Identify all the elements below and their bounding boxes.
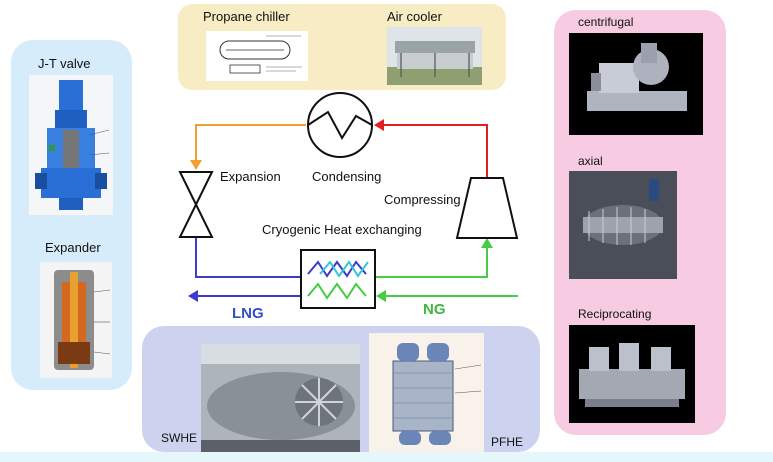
propane-chiller-label: Propane chiller bbox=[203, 9, 290, 24]
reciprocating-label: Reciprocating bbox=[578, 307, 652, 321]
expander-label: Expander bbox=[45, 240, 101, 255]
bottom-strip bbox=[0, 452, 773, 462]
air-cooler-image bbox=[387, 27, 482, 85]
ng-arrow-icon bbox=[376, 290, 386, 302]
orange-arrow-icon bbox=[190, 160, 202, 170]
centrifugal-image bbox=[569, 33, 703, 135]
heat-exchanger-icon bbox=[300, 249, 376, 309]
pfhe-image bbox=[369, 333, 484, 452]
axial-image bbox=[569, 171, 677, 279]
compressor-icon bbox=[455, 177, 519, 239]
jt-valve-image bbox=[29, 75, 113, 215]
cryogenic-label: Cryogenic Heat exchanging bbox=[262, 222, 422, 237]
air-cooler-label: Air cooler bbox=[387, 9, 442, 24]
green-up-arrow-icon bbox=[481, 238, 493, 248]
expanded-refrigerant-line bbox=[195, 238, 300, 278]
axial-label: axial bbox=[578, 154, 603, 168]
condensed-refrigerant-line bbox=[195, 124, 306, 160]
swhe-image bbox=[201, 344, 360, 452]
warm-refrigerant-line bbox=[376, 248, 488, 278]
ng-label: NG bbox=[423, 301, 446, 318]
compressed-refrigerant-line bbox=[384, 124, 488, 178]
swhe-label: SWHE bbox=[161, 431, 197, 445]
propane-chiller-image bbox=[206, 31, 308, 81]
pfhe-label: PFHE bbox=[491, 435, 524, 449]
jt-valve-label: J-T valve bbox=[38, 56, 91, 71]
red-arrow-icon bbox=[374, 119, 384, 131]
lng-arrow-icon bbox=[188, 290, 198, 302]
lng-label: LNG bbox=[232, 305, 264, 322]
compressing-label: Compressing bbox=[384, 192, 461, 207]
condenser-icon bbox=[307, 92, 373, 158]
expander-image bbox=[40, 262, 112, 378]
expansion-label: Expansion bbox=[220, 169, 281, 184]
centrifugal-label: centrifugal bbox=[578, 15, 634, 29]
expansion-valve-icon bbox=[178, 171, 214, 238]
condensing-label: Condensing bbox=[312, 169, 382, 184]
reciprocating-image bbox=[569, 325, 695, 423]
